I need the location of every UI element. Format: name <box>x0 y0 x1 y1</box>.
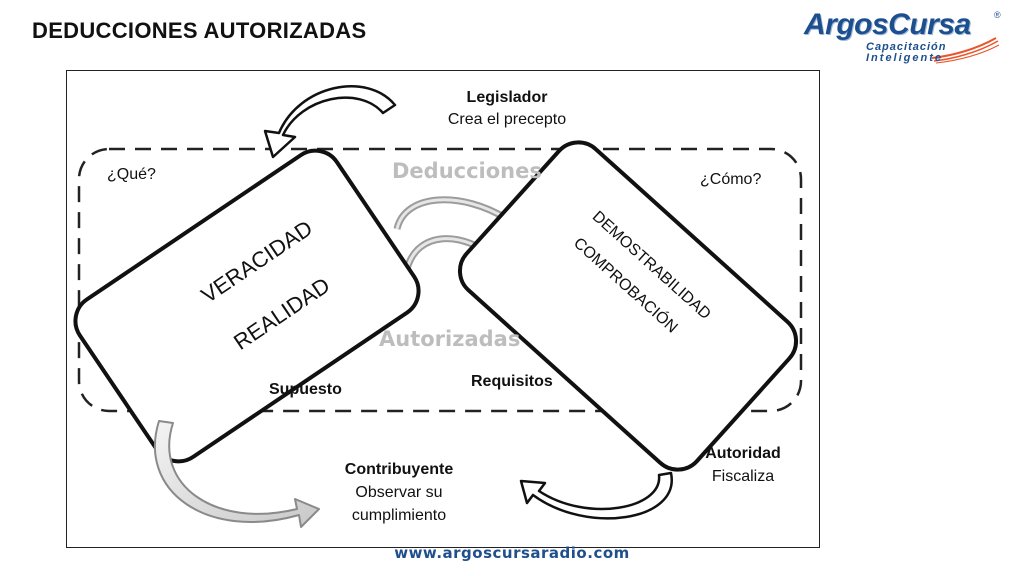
legislador-title: Legislador <box>466 89 548 106</box>
contribuyente-line-2: cumplimiento <box>351 507 447 524</box>
que-label: ¿Qué? <box>107 166 156 183</box>
slide-title: DEDUCCIONES AUTORIZADAS <box>32 18 367 43</box>
ghost-word-deducciones: Deducciones <box>392 159 542 183</box>
argoscursa-logo: ArgosCursa ® Capacitación Inteligente <box>800 6 1005 66</box>
contribuyente-title: Contribuyente <box>344 461 454 478</box>
como-label: ¿Cómo? <box>700 171 762 188</box>
requisitos-label: Requisitos <box>471 373 553 390</box>
arrow-bottom-left-curved <box>153 420 320 528</box>
left-concept-box <box>73 148 421 464</box>
arrow-top-curved <box>263 85 397 159</box>
logo-registered-mark: ® <box>994 10 1001 20</box>
logo-name: ArgosCursa <box>804 8 971 41</box>
connector-loop-top-inner <box>395 198 508 230</box>
dashed-boundary <box>77 147 803 413</box>
ghost-word-autorizadas: Autorizadas <box>379 327 521 351</box>
supuesto-label: Supuesto <box>269 381 342 398</box>
logo-swoosh-icon <box>931 37 1000 64</box>
footer-website-link[interactable]: www.argoscursaradio.com <box>394 544 630 562</box>
autoridad-title: Autoridad <box>705 445 781 462</box>
arrow-bottom-right-curved <box>519 471 673 520</box>
diagram-canvas <box>73 85 803 528</box>
logo-tagline-1: Capacitación <box>866 41 947 53</box>
diagram-frame: Legislador Crea el precepto ¿Qué? ¿Cómo?… <box>66 70 820 548</box>
autoridad-subtitle: Fiscaliza <box>711 468 775 485</box>
contribuyente-line-1: Observar su <box>355 484 443 501</box>
legislador-subtitle: Crea el precepto <box>447 111 567 128</box>
logo-tagline-2: Inteligente <box>866 52 944 64</box>
right-concept-box <box>457 140 799 472</box>
